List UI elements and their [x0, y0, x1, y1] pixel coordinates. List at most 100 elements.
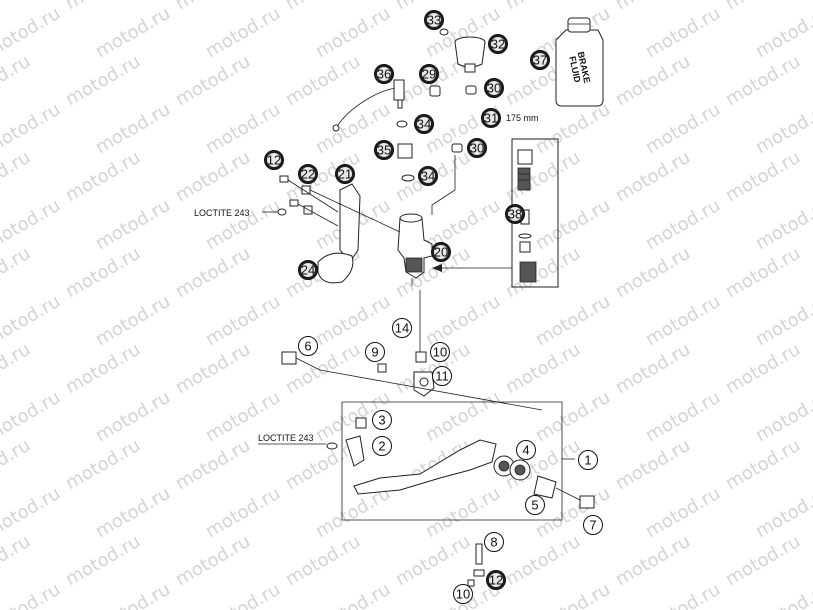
callout-c20: 20 [431, 242, 451, 262]
adjuster-bolt [467, 543, 485, 587]
callout-circle [432, 366, 452, 386]
callout-inner [301, 263, 315, 277]
callout-inner [533, 53, 547, 67]
ring-34-bottom [401, 174, 415, 182]
callout-inner [301, 167, 315, 181]
callout-number: 9 [371, 345, 378, 360]
callout-number: 30 [487, 81, 501, 96]
watermark-text: motod.ru [752, 195, 813, 254]
sleeve-35 [397, 143, 413, 159]
callout-number: 6 [304, 339, 311, 354]
watermark-text: motod.ru [0, 531, 34, 590]
watermark-text: motod.ru [642, 579, 724, 610]
assembly-box-1 [341, 401, 563, 521]
watermark-text: motod.ru [752, 3, 813, 62]
callout-c4: 4 [516, 440, 536, 460]
callout-c34b: 34 [418, 166, 438, 186]
callout-circle [484, 532, 504, 552]
guard-plate [317, 252, 354, 284]
callout-number: 8 [490, 535, 497, 550]
callout-inner [338, 167, 352, 181]
callout-circle [365, 342, 385, 362]
callout-inner [422, 67, 436, 81]
watermark-text: motod.ru [92, 579, 174, 610]
callout-number: 11 [435, 369, 449, 384]
callout-number: 4 [522, 443, 529, 458]
callout-c2: 2 [372, 436, 392, 456]
loctite-part-bottom [326, 442, 338, 450]
callout-number: 38 [508, 207, 522, 222]
callout-inner [489, 573, 503, 587]
loctite-label-bottom: LOCTITE 243 [258, 433, 314, 443]
watermark-text: motod.ru [532, 579, 614, 610]
callout-number: 14 [395, 321, 409, 336]
callout-c10b: 10 [453, 584, 473, 604]
watermark-text: motod.ru [282, 0, 364, 14]
watermark-text: motod.ru [0, 339, 34, 398]
callout-c1: 1 [578, 450, 598, 470]
callout-c34a: 34 [414, 114, 434, 134]
callout-number: 30 [470, 141, 484, 156]
watermark-text: motod.ru [172, 0, 254, 14]
callout-c33: 33 [424, 10, 444, 30]
callout-c32: 32 [488, 34, 508, 54]
callout-c22: 22 [298, 164, 318, 184]
callout-c21: 21 [335, 164, 355, 184]
brake-fluid-bottle: BRAKE FLUID [555, 17, 604, 107]
ring-34-top [396, 120, 408, 128]
callout-number: 2 [378, 439, 385, 454]
callout-c31: 31 [481, 108, 501, 128]
callout-number: 29 [422, 67, 436, 82]
callout-number: 12 [489, 573, 503, 588]
watermark-text: motod.ru [0, 483, 64, 542]
watermark-text: motod.ru [0, 99, 64, 158]
callout-c5: 5 [525, 495, 545, 515]
watermark-text: motod.ru [0, 51, 34, 110]
watermark-text: motod.ru [0, 195, 64, 254]
callout-c24: 24 [298, 260, 318, 280]
callout-number: 37 [533, 53, 547, 68]
callout-number: 7 [589, 518, 596, 533]
watermark-text: motod.ru [752, 483, 813, 542]
callout-c10a: 10 [430, 342, 450, 362]
callout-inner [491, 37, 505, 51]
callout-c11: 11 [432, 366, 452, 386]
callout-inner [267, 153, 281, 167]
callout-number: 12 [267, 153, 281, 168]
callout-number: 5 [531, 498, 538, 513]
loctite-label-top: LOCTITE 243 [194, 208, 250, 218]
callout-inner [377, 67, 391, 81]
watermark-text: motod.ru [0, 291, 64, 350]
hose-length-label: 175 mm [506, 113, 539, 123]
callout-inner [421, 169, 435, 183]
callout-c12b: 12 [486, 570, 506, 590]
screws-left [279, 175, 401, 233]
callout-inner [470, 141, 484, 155]
callout-c37: 37 [530, 50, 550, 70]
callout-c38: 38 [505, 204, 525, 224]
callout-c9: 9 [365, 342, 385, 362]
callout-inner [487, 81, 501, 95]
callout-inner [434, 245, 448, 259]
watermark-text: motod.ru [612, 0, 694, 14]
callout-c35: 35 [374, 140, 394, 160]
watermark-text: motod.ru [752, 99, 813, 158]
callout-circle [525, 495, 545, 515]
callout-number: 20 [434, 245, 448, 260]
callout-c7: 7 [583, 515, 603, 535]
master-cylinder [397, 213, 433, 286]
hose-assembly [429, 85, 477, 215]
reservoir [439, 28, 486, 73]
watermark-text: motod.ru [752, 579, 813, 610]
heat-shield [339, 183, 361, 263]
callout-number: 34 [421, 169, 435, 184]
callout-c12a: 12 [264, 150, 284, 170]
watermark-text: motod.ru [0, 579, 64, 610]
callout-number: 10 [433, 345, 447, 360]
callout-number: 24 [301, 263, 315, 278]
callout-circle [516, 440, 536, 460]
watermark-text: motod.ru [0, 3, 64, 62]
callout-number: 3 [378, 413, 385, 428]
callout-number: 22 [301, 167, 315, 182]
